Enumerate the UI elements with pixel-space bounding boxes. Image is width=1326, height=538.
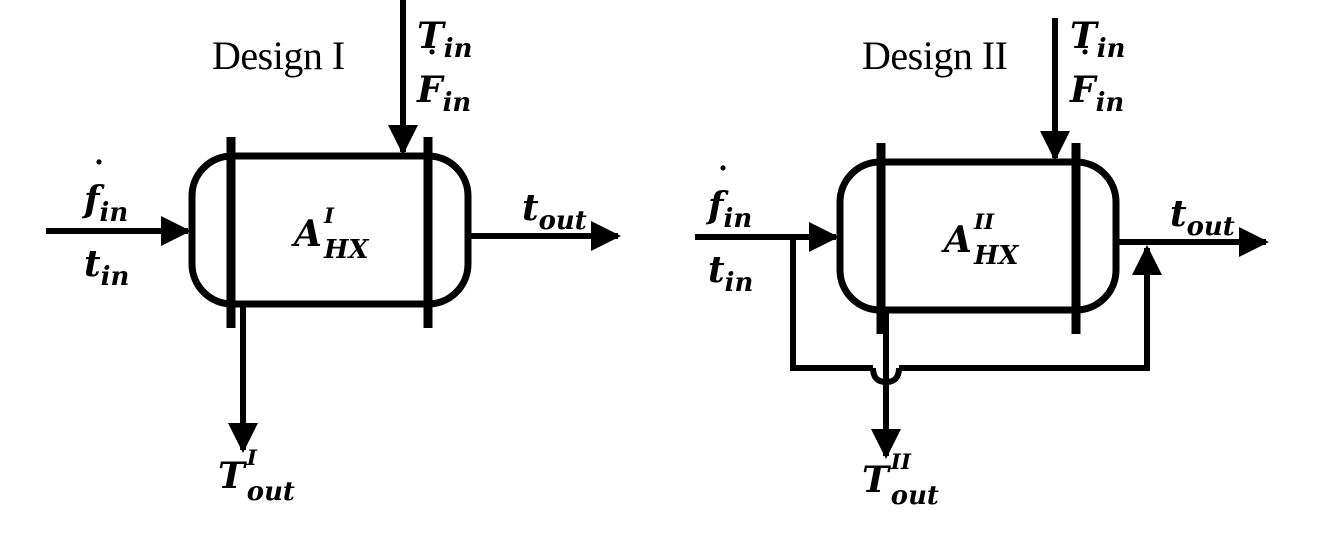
subscript: out bbox=[246, 477, 295, 507]
symbol: A bbox=[944, 219, 972, 261]
subscript: out bbox=[538, 206, 587, 237]
subscript: in bbox=[1096, 34, 1126, 65]
heat-exchanger-1-body bbox=[188, 152, 472, 308]
symbol: F bbox=[1070, 48, 1096, 108]
symbol: F bbox=[417, 48, 443, 108]
subscript: in bbox=[1095, 88, 1125, 119]
subscript: in bbox=[723, 204, 753, 235]
heat-exchanger-2-body bbox=[836, 158, 1120, 314]
subscript: in bbox=[724, 268, 754, 299]
design-2-outlet-temperature: tout bbox=[1170, 193, 1235, 240]
symbol: f bbox=[84, 158, 107, 218]
subscript: in bbox=[443, 34, 473, 65]
symbol: A bbox=[294, 213, 322, 255]
symbol: t bbox=[708, 249, 725, 291]
subscript: HX bbox=[973, 241, 1019, 271]
design-1-title: Design I bbox=[212, 33, 345, 78]
subscript: out bbox=[1186, 212, 1235, 243]
design-1 bbox=[46, 0, 621, 453]
subscript: in bbox=[99, 198, 129, 229]
design-1-left-inlet-flow: fin bbox=[84, 158, 128, 226]
superscript: II bbox=[973, 210, 995, 235]
symbol: f bbox=[708, 164, 731, 224]
design-2-top-inlet-flow: Fin bbox=[1070, 48, 1124, 116]
design-2-title: Design II bbox=[862, 33, 1008, 78]
subscript: HX bbox=[323, 235, 369, 265]
superscript: I bbox=[246, 446, 257, 471]
design-2-left-inlet-temperature: tin bbox=[708, 249, 753, 296]
design-2-left-inlet-flow: fin bbox=[708, 164, 752, 232]
design-1-outlet-temperature: tout bbox=[522, 187, 587, 234]
symbol: t bbox=[1170, 193, 1187, 235]
symbol: T bbox=[218, 455, 245, 497]
design-1-left-inlet-temperature: tin bbox=[84, 243, 129, 290]
design-1-top-inlet-flow: Fin bbox=[417, 48, 471, 116]
design-2 bbox=[695, 18, 1269, 459]
bypass-line-return bbox=[899, 245, 1162, 371]
symbol: t bbox=[84, 243, 101, 285]
subscript: out bbox=[890, 481, 939, 511]
bypass-line bbox=[790, 237, 873, 371]
symbol: T bbox=[862, 459, 889, 501]
subscript: in bbox=[100, 262, 130, 293]
superscript: II bbox=[890, 450, 911, 475]
symbol: t bbox=[522, 187, 539, 229]
subscript: in bbox=[442, 88, 472, 119]
superscript: I bbox=[323, 204, 335, 229]
